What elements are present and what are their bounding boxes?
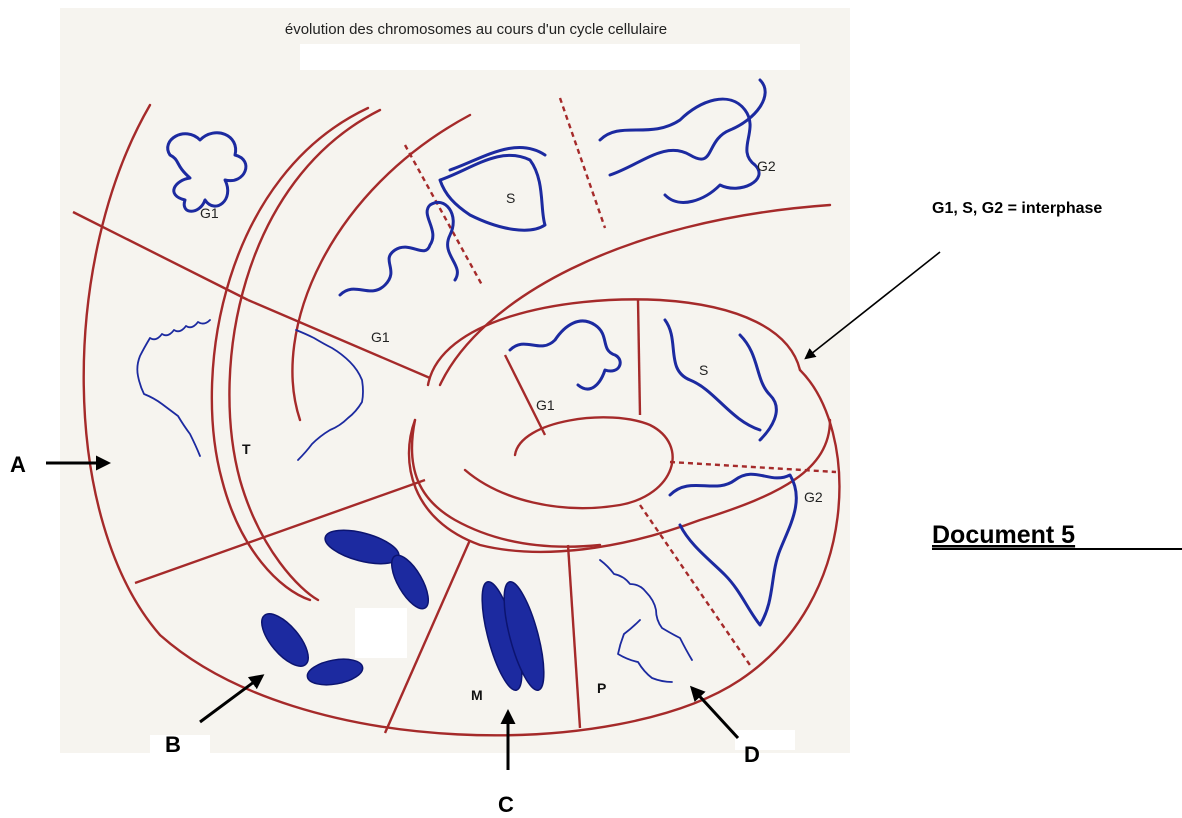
letter-b: B	[165, 732, 181, 757]
label-outer-g1: G1	[200, 205, 219, 221]
diagram-background	[60, 8, 850, 753]
label-outer-g2: G2	[757, 158, 776, 174]
label-metaphase: M	[471, 687, 483, 703]
label-prophase: P	[597, 680, 606, 696]
document-label: Document 5	[932, 521, 1075, 549]
letter-d: D	[744, 742, 760, 767]
label-inner-g2: G2	[804, 489, 823, 505]
interphase-note: G1, S, G2 = interphase	[932, 200, 1102, 217]
title-whiteout	[300, 44, 800, 70]
label-inner-g1: G1	[536, 397, 555, 413]
letter-c: C	[498, 792, 514, 817]
label-middle-g1: G1	[371, 329, 390, 345]
diagram-title: évolution des chromosomes au cours d'un …	[285, 21, 667, 38]
label-outer-s: S	[506, 190, 515, 206]
whiteout-b-label	[355, 608, 407, 658]
label-inner-s: S	[699, 362, 708, 378]
letter-a: A	[10, 452, 26, 477]
label-telophase: T	[242, 441, 251, 457]
